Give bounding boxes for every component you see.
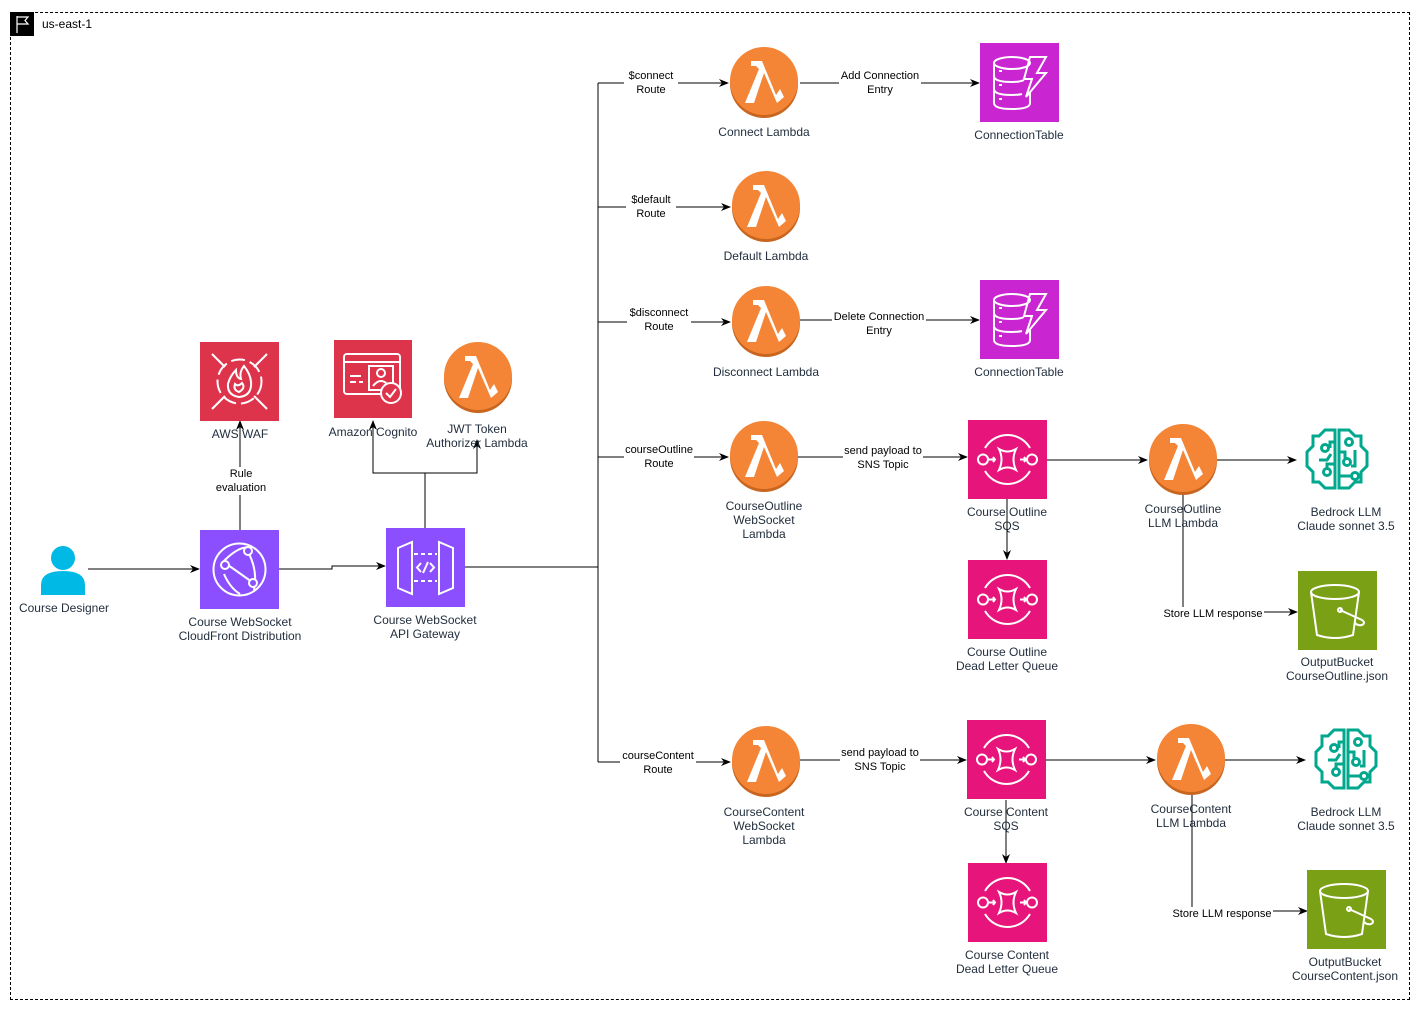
connection-table-node[interactable] (980, 43, 1059, 127)
edge-label-outline-send: send payload to SNS Topic (843, 444, 923, 472)
lambda-icon (732, 171, 800, 242)
edge-label-content-store: Store LLM response (1171, 907, 1273, 921)
outline-llm-lambda-label: CourseOutline LLM Lambda (1144, 502, 1222, 530)
outline-bedrock-node[interactable] (1297, 420, 1376, 504)
edge-apigw-cognito (369, 420, 426, 528)
lambda-icon (730, 47, 798, 118)
content-bucket-node[interactable] (1307, 870, 1386, 954)
connection-table-label: ConnectionTable (974, 128, 1064, 142)
outline-dlq-node[interactable] (968, 560, 1047, 644)
edge-label-outline-store: Store LLM response (1162, 607, 1264, 621)
default-lambda-label: Default Lambda (723, 249, 809, 263)
content-llm-lambda-label: CourseContent LLM Lambda (1150, 802, 1232, 830)
content-llm-lambda-node[interactable] (1156, 724, 1226, 801)
sqs-icon (968, 560, 1047, 639)
user-icon (41, 546, 85, 595)
course-designer-node[interactable] (38, 543, 88, 595)
connect-lambda-node[interactable] (729, 47, 799, 124)
lambda-icon (732, 286, 800, 357)
edge-label-outline-route: courseOutline Route (624, 443, 694, 471)
dynamodb-icon (980, 43, 1059, 122)
cognito-node[interactable] (334, 340, 412, 418)
edge-label-delete-connection: Delete Connection Entry (832, 310, 926, 338)
cognito-label: Amazon Cognito (328, 425, 418, 439)
api-gateway-node[interactable] (386, 528, 465, 607)
content-websocket-lambda-node[interactable] (731, 726, 801, 803)
edge-label-connect-route: $connect Route (624, 69, 678, 97)
default-lambda-node[interactable] (731, 171, 801, 248)
api-gateway-icon (397, 540, 454, 596)
content-bedrock-node[interactable] (1306, 720, 1385, 804)
edge-label-rule-evaluation: Rule evaluation (213, 467, 269, 495)
content-sqs-node[interactable] (967, 720, 1046, 804)
sqs-icon (968, 863, 1047, 942)
dynamodb-icon (980, 280, 1059, 359)
content-dlq-node[interactable] (968, 863, 1047, 947)
outline-websocket-lambda-label: CourseOutline WebSocket Lambda (725, 499, 803, 541)
course-designer-label: Course Designer (18, 601, 110, 615)
api-gateway-label: Course WebSocket API Gateway (373, 613, 477, 641)
outline-bucket-label: OutputBucket CourseOutline.json (1285, 655, 1389, 683)
edge-apigw-jwt (425, 439, 481, 474)
lambda-icon (730, 421, 798, 492)
edge-cloudfront-apigw (279, 562, 386, 570)
outline-bedrock-label: Bedrock LLM Claude sonnet 3.5 (1297, 505, 1395, 533)
content-bedrock-label: Bedrock LLM Claude sonnet 3.5 (1297, 805, 1395, 833)
cognito-icon (343, 353, 402, 404)
waf-icon (211, 353, 268, 410)
content-sqs-label: Course Content SQS (963, 805, 1049, 833)
lambda-icon (1149, 424, 1217, 495)
edge-label-add-connection: Add Connection Entry (839, 69, 921, 97)
outline-bucket-node[interactable] (1298, 571, 1377, 655)
region-boundary (10, 12, 1410, 1000)
waf-node[interactable] (200, 342, 279, 421)
flag-icon (10, 12, 34, 36)
s3-bucket-icon (1298, 571, 1377, 650)
bedrock-icon (1305, 428, 1369, 490)
cloudfront-node[interactable] (200, 530, 279, 609)
disconnect-lambda-label: Disconnect Lambda (712, 365, 820, 379)
cloudfront-label: Course WebSocket CloudFront Distribution (178, 615, 302, 643)
edge-label-content-route: courseContent Route (620, 749, 696, 777)
edge-apigw-trunk (465, 83, 599, 568)
content-bucket-label: OutputBucket CourseContent.json (1291, 955, 1399, 983)
lambda-icon (444, 342, 512, 413)
jwt-authorizer-lambda-node[interactable] (443, 342, 513, 419)
sqs-icon (968, 420, 1047, 499)
sqs-icon (967, 720, 1046, 799)
outline-sqs-label: Course Outline SQS (966, 505, 1048, 533)
content-dlq-label: Course Content Dead Letter Queue (955, 948, 1059, 976)
outline-llm-lambda-node[interactable] (1148, 424, 1218, 501)
edge-label-content-send: send payload to SNS Topic (840, 746, 920, 774)
outline-dlq-label: Course Outline Dead Letter Queue (955, 645, 1059, 673)
bedrock-icon (1314, 728, 1378, 790)
lambda-icon (732, 726, 800, 797)
connection-table-label: ConnectionTable (974, 365, 1064, 379)
waf-label: AWS WAF (211, 427, 269, 441)
region-label: us-east-1 (42, 17, 93, 31)
s3-bucket-icon (1307, 870, 1386, 949)
disconnect-lambda-node[interactable] (731, 286, 801, 363)
cloudfront-icon (212, 542, 267, 597)
lambda-icon (1157, 724, 1225, 795)
outline-websocket-lambda-node[interactable] (729, 421, 799, 498)
edge-label-disconnect-route: $disconnect Route (627, 306, 691, 334)
connect-lambda-label: Connect Lambda (718, 125, 810, 139)
edge-label-default-route: $default Route (626, 193, 676, 221)
jwt-authorizer-lambda-label: JWT Token Authorizer Lambda (426, 422, 528, 450)
content-websocket-lambda-label: CourseContent WebSocket Lambda (723, 805, 805, 847)
outline-sqs-node[interactable] (968, 420, 1047, 504)
connection-table-node[interactable] (980, 280, 1059, 364)
